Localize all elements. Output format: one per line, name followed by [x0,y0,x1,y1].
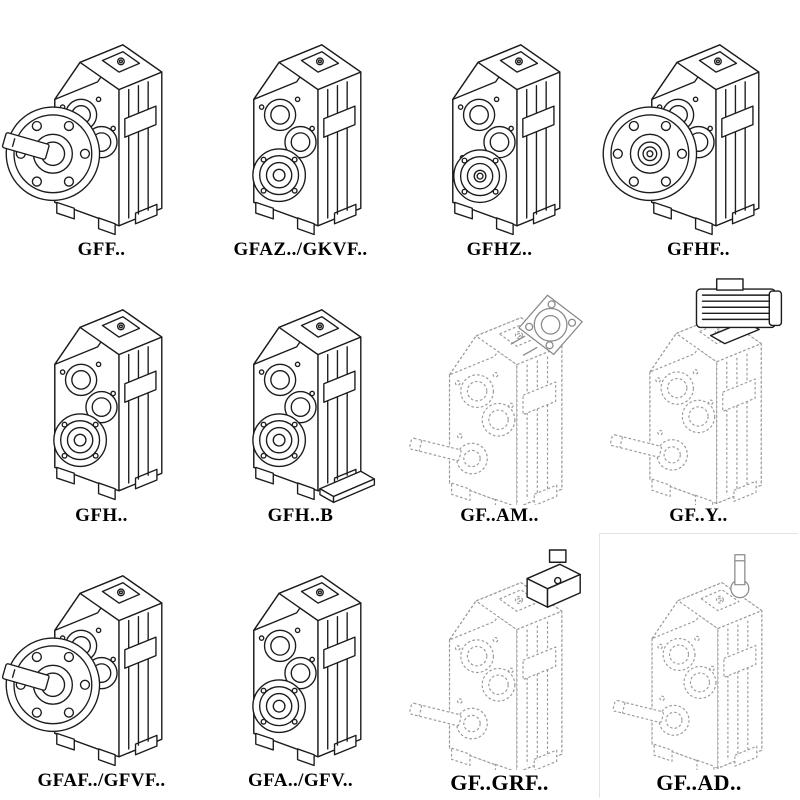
model-label: GF..GRF.. [450,769,549,795]
catalog-item-gf-ad: GF..AD.. [599,532,798,798]
gfhz-gearbox-drawing-icon [452,44,561,236]
catalog-item-gfa-gfv: GFA../GFV.. [201,533,400,798]
model-label: GFH..B [267,504,334,526]
model-label: GF..AM.. [460,504,539,526]
model-label: GF..Y.. [669,504,728,526]
catalog-item-gfhf: GFHF.. [599,2,798,267]
catalog-item-gfh: GFH.. [2,267,201,532]
model-label: GFF.. [77,239,126,261]
gf-grf-gearbox-drawing-icon [408,549,581,770]
catalog-item-gff: GFF.. [2,2,201,267]
gf-y-gearbox-drawing-icon [609,278,783,505]
gf-am-gearbox-drawing-icon [408,295,583,505]
catalog-item-gf-grf: GF..GRF.. [400,533,599,798]
gff-gearbox-drawing-icon [2,44,163,236]
catalog-item-gf-y: GF..Y.. [599,267,798,532]
model-label: GFAZ../GKVF.. [233,239,368,261]
model-label: GFHZ.. [466,239,533,261]
gf-ad-gearbox-drawing-icon [612,554,763,770]
catalog-item-gfhz: GFHZ.. [400,2,599,267]
gfh-b-gearbox-drawing-icon [252,309,376,504]
gfa-gfv-gearbox-drawing-icon [252,574,362,766]
gfaf-gfvf-gearbox-drawing-icon [2,574,163,766]
gfh-gearbox-drawing-icon [53,309,163,501]
gfhf-gearbox-drawing-icon [602,44,760,236]
gfaz-gkvf-gearbox-drawing-icon [252,44,362,236]
model-label: GF..AD.. [656,769,742,795]
catalog-item-gf-am: GF..AM.. [400,267,599,532]
model-label: GFHF.. [667,239,730,261]
model-label: GFA../GFV.. [247,770,354,792]
catalog-item-gfaz-gkvf: GFAZ../GKVF.. [201,2,400,267]
catalog-item-gfh-b: GFH..B [201,267,400,532]
model-label: GFAF../GFVF.. [37,770,166,792]
model-label: GFH.. [75,504,128,526]
catalog-item-gfaf-gfvf: GFAF../GFVF.. [2,533,201,798]
